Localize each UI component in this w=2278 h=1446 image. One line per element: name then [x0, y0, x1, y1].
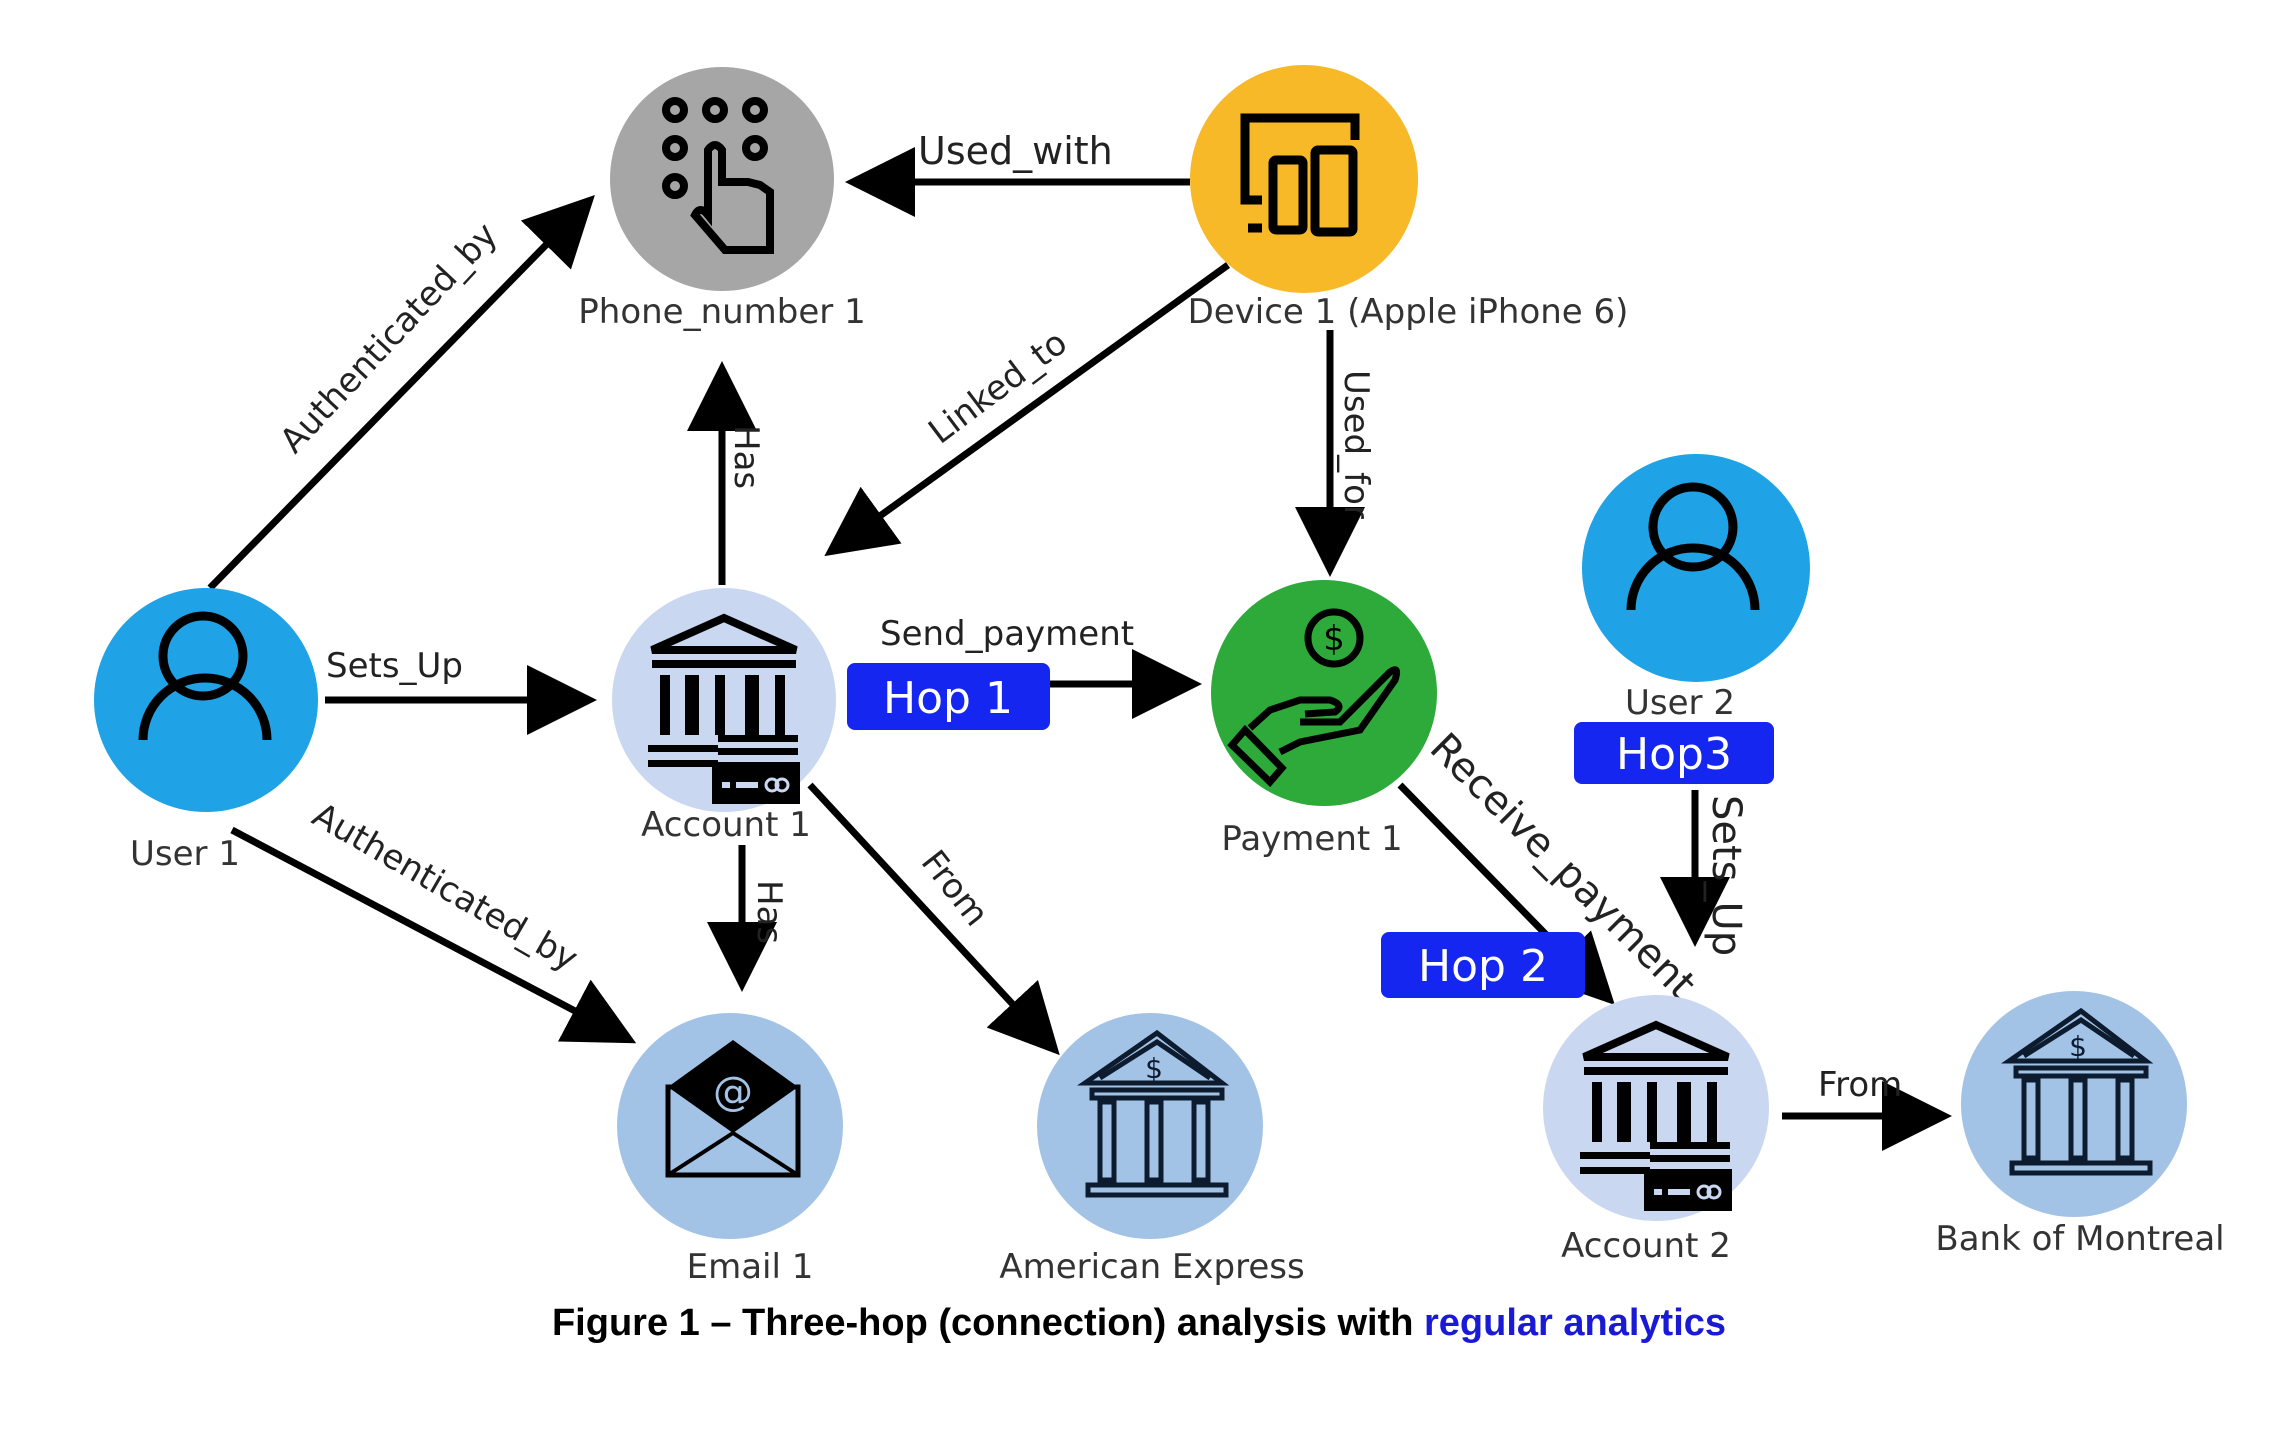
edge-device-account1: [824, 262, 1231, 557]
user2-node-label: User 2: [1625, 683, 1735, 723]
bmo-node-label: Bank of Montreal: [1935, 1219, 2224, 1259]
amex-node-label: American Express: [999, 1247, 1304, 1287]
edge-label-account1-amex: From: [913, 843, 996, 934]
svg-text:@: @: [713, 1069, 753, 1115]
edge-user1-phone: [207, 194, 595, 591]
node-phone-number[interactable]: Phone_number 1: [578, 67, 866, 332]
svg-text:$: $: [2069, 1030, 2087, 1063]
payment-node-label: Payment 1: [1221, 819, 1402, 859]
device-node-label: Device 1 (Apple iPhone 6): [1188, 292, 1629, 332]
edge-label-account2-bmo: From: [1818, 1065, 1902, 1105]
account1-node-label: Account 1: [641, 805, 811, 845]
keypad-touch-icon: [662, 97, 774, 254]
node-bmo[interactable]: $ Bank of Montreal: [1935, 991, 2225, 1259]
edge-label-account1-email: Has: [749, 880, 789, 944]
svg-text:$: $: [1145, 1052, 1163, 1085]
user-icon: [1626, 482, 1760, 611]
hop3-badge-text: Hop3: [1616, 729, 1732, 780]
node-user1[interactable]: User 1: [94, 588, 318, 874]
hop3-badge-bg: [1574, 722, 1774, 784]
edge-label-device-phone: Used_with: [918, 129, 1113, 173]
bank-card-icon: [1580, 1020, 1732, 1211]
figure-caption: Figure 1 – Three-hop (connection) analys…: [0, 1302, 2278, 1345]
edge-account1-amex: [807, 782, 1060, 1056]
envelope-at-icon: @: [665, 1040, 801, 1178]
hop1-badge-text: Hop 1: [883, 673, 1013, 724]
account2-node-label: Account 2: [1561, 1226, 1731, 1266]
hop2-badge-text: Hop 2: [1418, 941, 1548, 992]
node-email[interactable]: @ Email 1: [617, 1013, 843, 1287]
hand-dollar-icon: $: [1227, 608, 1401, 788]
user-icon: [138, 611, 272, 741]
hop2-badge: Hop 2: [1381, 932, 1585, 998]
bank-card-icon: [648, 613, 800, 804]
node-payment[interactable]: $ Payment 1: [1211, 580, 1437, 859]
svg-text:$: $: [1323, 619, 1345, 659]
bank-dollar-icon: $: [2001, 1007, 2154, 1176]
node-device[interactable]: Device 1 (Apple iPhone 6): [1188, 65, 1629, 332]
edge-label-account1-payment: Send_payment: [880, 614, 1134, 654]
edges: [207, 147, 1952, 1151]
hop3-badge: Hop3: [1574, 722, 1774, 784]
edge-user1-email: [230, 826, 637, 1044]
caption-prefix: Figure 1 – Three-hop (connection) analys…: [551, 1302, 1424, 1344]
node-account1[interactable]: Account 1: [612, 588, 836, 845]
phone-node-label: Phone_number 1: [578, 292, 865, 332]
node-account2[interactable]: Account 2: [1543, 995, 1769, 1266]
edge-label-user2-account2: Sets_Up: [1703, 795, 1749, 956]
devices-icon: [1240, 113, 1360, 237]
hop1-badge-bg: [847, 663, 1050, 730]
user1-node-label: User 1: [130, 834, 240, 874]
node-user2[interactable]: User 2: [1582, 454, 1810, 723]
edge-label-user1-phone: Authenticated_by: [272, 215, 505, 461]
hop2-badge-bg: [1381, 932, 1585, 998]
edge-label-account1-phone: Has: [726, 425, 766, 489]
node-amex[interactable]: $ American Express: [999, 1013, 1305, 1287]
hop1-badge: Hop 1: [847, 663, 1050, 730]
edge-label-device-payment: Used_for: [1336, 370, 1376, 519]
bank-dollar-icon: $: [1077, 1029, 1230, 1198]
email-node-label: Email 1: [687, 1247, 814, 1287]
caption-highlight: regular analytics: [1423, 1302, 1727, 1344]
edge-label-user1-account1: Sets_Up: [326, 646, 463, 686]
